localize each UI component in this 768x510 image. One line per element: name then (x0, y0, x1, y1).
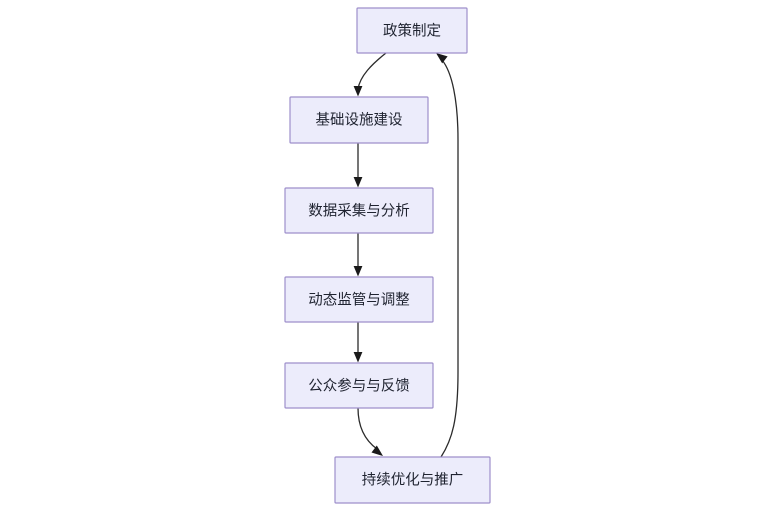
node-shape[interactable] (284, 362, 434, 409)
edge-public-to-optimization (357, 407, 383, 456)
node-shape[interactable] (356, 7, 468, 54)
node-label: 动态监管与调整 (308, 291, 410, 308)
node-shape[interactable] (289, 96, 429, 144)
node-public-participation-feedback[interactable]: 公众参与与反馈 (284, 362, 434, 409)
node-shape[interactable] (284, 276, 434, 323)
edge-infrastructure-to-data (353, 143, 363, 188)
node-label: 持续优化与推广 (362, 471, 464, 488)
node-label: 公众参与与反馈 (308, 377, 410, 394)
edge-optimization-to-policy-feedback (436, 53, 459, 458)
edge-arrowhead (353, 177, 363, 188)
edge-arrowhead (353, 266, 363, 277)
edge-data-to-supervision (353, 233, 363, 277)
edge-layer (353, 52, 459, 458)
node-label: 数据采集与分析 (308, 202, 410, 219)
node-label: 政策制定 (383, 22, 441, 39)
edge-arrowhead (371, 445, 383, 456)
node-shape[interactable] (284, 187, 434, 234)
node-policy-formulation[interactable]: 政策制定 (356, 7, 468, 54)
node-infrastructure-construction[interactable]: 基础设施建设 (289, 96, 429, 144)
edge-path (357, 52, 387, 90)
edge-policy-to-infrastructure (353, 52, 387, 97)
edge-path (440, 59, 459, 458)
node-continuous-optimization-promotion[interactable]: 持续优化与推广 (334, 456, 491, 504)
node-label: 基础设施建设 (316, 111, 403, 128)
node-data-collection-analysis[interactable]: 数据采集与分析 (284, 187, 434, 234)
edge-arrowhead (353, 352, 363, 363)
edge-arrowhead (436, 53, 448, 64)
node-layer: 政策制定 基础设施建设 数据采集与分析 动态监管与调整 公众参与与反馈 持续优化 (284, 7, 491, 504)
edge-path (357, 407, 378, 450)
node-shape[interactable] (334, 456, 491, 504)
node-dynamic-supervision-adjustment[interactable]: 动态监管与调整 (284, 276, 434, 323)
edge-supervision-to-public (353, 322, 363, 363)
edge-arrowhead (353, 86, 363, 97)
